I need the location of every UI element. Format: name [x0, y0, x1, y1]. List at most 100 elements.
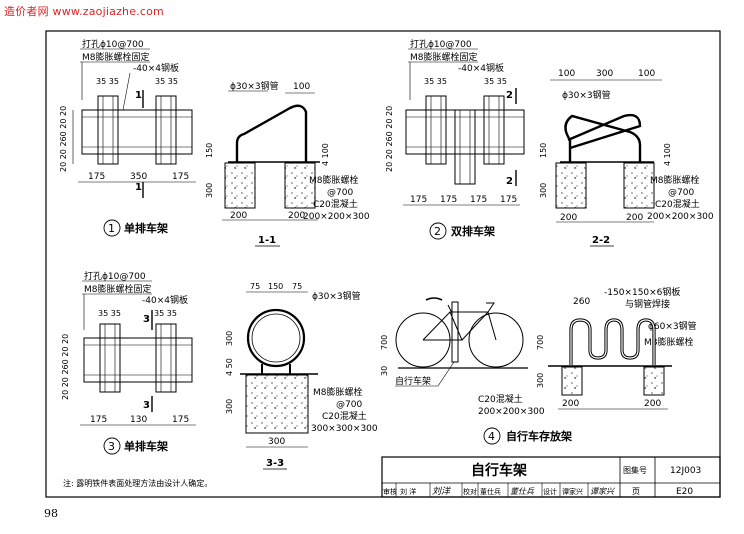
s22-top-dim-3: 100	[638, 69, 655, 79]
title-block: 自行车架 图集号 12J003 页 E20 审核 刘 洋 刘洋 校对 董仕兵 董…	[381, 456, 721, 498]
d4-dim-260: 260	[573, 297, 590, 307]
d2-bolt-annotation: M8膨胀螺栓固定	[410, 51, 478, 63]
s33-top-dim-3: 75	[292, 282, 302, 291]
page-number: 98	[44, 507, 58, 520]
d1-dim-3535a: 35 35	[96, 77, 119, 86]
d4-dim-300: 300	[536, 373, 545, 388]
d4-dim-30a: 30	[380, 366, 389, 376]
d3-dim-left: 20 20 260 20 20	[61, 334, 70, 400]
d4-label: 自行车存放架	[506, 429, 572, 443]
s11-bolt: M8膨胀螺栓	[309, 174, 359, 186]
s33-top-dim-2: 150	[268, 282, 283, 291]
section-2-2: 100 300 100 ϕ30×3钢管 150 4 100 300 M8膨胀螺栓…	[539, 69, 714, 247]
s11-dim-200b: 200	[288, 211, 305, 221]
d2-dim-bottom-2: 175	[440, 195, 457, 205]
d1-section-mark-top: 1	[135, 90, 142, 101]
s11-dim-300: 300	[205, 183, 214, 198]
d1-hole-annotation: 打孔ϕ10@700	[82, 38, 144, 50]
s11-dim-150: 150	[205, 143, 214, 158]
d3-section-mark-top: 3	[143, 314, 150, 325]
atlas-label: 图集号	[623, 465, 647, 475]
s11-size: 200×200×300	[303, 212, 370, 222]
d4-pipe: ϕ60×3钢管	[648, 320, 697, 332]
check-label: 校对	[463, 487, 477, 496]
s22-concrete: C20混凝土	[655, 198, 700, 210]
d1-dim-175b: 175	[172, 172, 189, 182]
s11-dim-100: 100	[293, 82, 310, 92]
review-name: 刘 洋	[400, 487, 416, 496]
drawing-note: 注: 露明铁件表面处理方法由设计人确定。	[63, 478, 212, 488]
d4-weld: 与钢管焊接	[625, 298, 670, 310]
d1-number: 1	[108, 222, 115, 235]
s22-top-dim-2: 300	[596, 69, 613, 79]
d2-section-mark-top: 2	[506, 90, 513, 101]
s11-pipe: ϕ30×3钢管	[230, 80, 279, 92]
d3-number: 3	[108, 440, 115, 453]
d4-number: 4	[488, 430, 495, 443]
d4-dim-700a: 700	[380, 335, 389, 350]
design-name: 谭家兴	[562, 487, 583, 496]
d2-dim-left: 20 20 260 20 20	[385, 106, 394, 172]
d2-dim-bottom-3: 175	[470, 195, 487, 205]
s33-bolt: M8膨胀螺栓	[313, 386, 363, 398]
s22-dim-200a: 200	[560, 213, 577, 223]
s22-spacing: @700	[668, 188, 694, 198]
s22-size: 200×200×300	[647, 212, 714, 222]
watermark: 造价者网 www.zaojiazhe.com	[4, 5, 164, 18]
s22-dim-150: 150	[539, 143, 548, 158]
section-1-1: ϕ30×3钢管 100 150 4 100 300 M8膨胀螺栓 @700 C2…	[205, 80, 370, 247]
s22-dim-300: 300	[539, 183, 548, 198]
d3-label: 单排车架	[124, 439, 168, 453]
s11-label: 1-1	[258, 235, 276, 246]
detail-1-plan: 打孔ϕ10@700 M8膨胀螺栓固定 -40×4钢板 35 35 35 35 1…	[59, 38, 196, 237]
section-3-3: 75 150 75 ϕ30×3钢管 300 4 50 300 M8膨胀螺栓 @7…	[225, 282, 378, 470]
d3-dim-175b: 175	[172, 415, 189, 425]
d2-label: 双排车架	[451, 224, 495, 238]
s22-dim-200b: 200	[626, 213, 643, 223]
d2-hole-annotation: 打孔ϕ10@700	[410, 38, 472, 50]
title-main: 自行车架	[471, 462, 527, 479]
s33-dim-450: 4 50	[225, 358, 234, 376]
d3-dim-3535b: 35 35	[154, 309, 177, 318]
page-code: E20	[676, 487, 693, 497]
d4-dim-700b: 700	[536, 335, 545, 350]
d2-number: 2	[434, 225, 441, 238]
d1-plate-annotation: -40×4钢板	[133, 62, 179, 74]
s11-concrete: C20混凝土	[313, 198, 358, 210]
s22-pipe: ϕ30×3钢管	[562, 89, 611, 101]
detail-4-storage: 700 30 自行车架 C20混凝土 200×200×300 260 -150×…	[380, 286, 697, 445]
detail-3-plan: 打孔ϕ10@700 M8膨胀螺栓固定 -40×4钢板 35 35 35 35 3…	[61, 270, 196, 455]
s22-dim-4100: 4 100	[663, 143, 672, 166]
s22-bolt: M8膨胀螺栓	[650, 174, 700, 186]
d1-section-mark-bottom: 1	[135, 182, 142, 193]
s33-dim-300b: 300	[225, 399, 234, 414]
s33-spacing: @700	[336, 400, 362, 410]
drawing-border	[45, 30, 721, 498]
s11-dim-200a: 200	[230, 211, 247, 221]
d3-dim-130: 130	[130, 415, 147, 425]
s33-concrete: C20混凝土	[322, 410, 367, 422]
atlas-number: 12J003	[670, 466, 701, 476]
s22-top-dim-1: 100	[558, 69, 575, 79]
d1-dim-3535b: 35 35	[155, 77, 178, 86]
d4-bolt: M8膨胀螺栓	[644, 336, 694, 348]
review-signature: 刘洋	[432, 486, 451, 497]
d4-plate: -150×150×6钢板	[604, 286, 680, 298]
d2-plate-annotation: -40×4钢板	[458, 62, 504, 74]
s33-pipe: ϕ30×3钢管	[312, 290, 361, 302]
d3-section-mark-bottom: 3	[143, 400, 150, 411]
s22-label: 2-2	[592, 235, 610, 246]
d3-hole-annotation: 打孔ϕ10@700	[84, 270, 146, 282]
detail-2-plan: 打孔ϕ10@700 M8膨胀螺栓固定 -40×4钢板 35 35 35 35 2…	[385, 38, 525, 240]
s11-dim-4100: 4 100	[321, 143, 330, 166]
d2-dim-bottom-4: 175	[500, 195, 517, 205]
page-label: 页	[632, 487, 640, 496]
design-label: 设计	[543, 487, 557, 496]
d2-dim-3535a: 35 35	[424, 77, 447, 86]
d4-size: 200×200×300	[478, 407, 545, 417]
d1-bolt-annotation: M8膨胀螺栓固定	[82, 51, 150, 63]
d2-dim-3535b: 35 35	[484, 77, 507, 86]
s33-size: 300×300×300	[311, 424, 378, 434]
d1-dim-175a: 175	[88, 172, 105, 182]
